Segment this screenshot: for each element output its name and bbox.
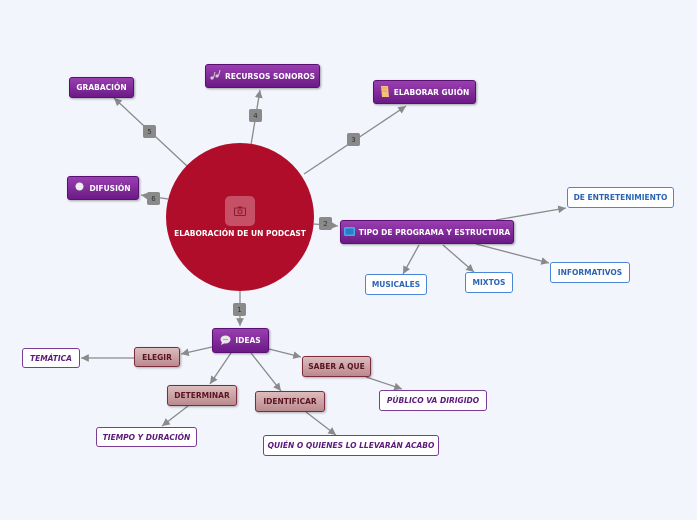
subtopic-saber-a-que[interactable]: SABER A QUE: [302, 356, 371, 377]
order-badge-2: 2: [319, 217, 332, 230]
leaf-tiempo-y-duracion[interactable]: TIEMPO Y DURACIÓN: [96, 427, 197, 447]
order-badge-3: 3: [347, 133, 360, 146]
link-determinar-tiempo: [161, 405, 189, 427]
central-topic[interactable]: ELABORACIÓN DE UN PODCAST: [166, 143, 314, 291]
order-badge-1: 1: [233, 303, 246, 316]
topic-recursos-sonoros-label: RECURSOS SONOROS: [224, 71, 316, 81]
speech-bubble-icon: [220, 335, 231, 347]
tv-icon: [343, 226, 355, 238]
central-topic-title: ELABORACIÓN DE UN PODCAST: [174, 229, 306, 238]
order-badge-4: 4: [249, 109, 262, 122]
subtopic-musicales[interactable]: MUSICALES: [365, 274, 427, 295]
topic-grabacion-label: GRABACIÓN: [76, 83, 127, 92]
topic-tipo-programa-label: TIPO DE PROGRAMA Y ESTRUCTURA: [358, 227, 511, 237]
topic-ideas-label: IDEAS: [235, 336, 261, 345]
link-ideas-identificar: [250, 352, 282, 392]
topic-grabacion[interactable]: GRABACIÓN: [69, 77, 134, 98]
leaf-tematica[interactable]: TEMÁTICA: [22, 348, 80, 368]
topic-difusion-label: DIFUSIÓN: [89, 183, 131, 193]
music-notes-icon: [210, 69, 221, 82]
subtopic-determinar[interactable]: DETERMINAR: [167, 385, 237, 406]
subtopic-de-entretenimiento[interactable]: DE ENTRETENIMIENTO: [567, 187, 674, 208]
subtopic-identificar[interactable]: IDENTIFICAR: [255, 391, 325, 412]
link-identificar-quien: [305, 411, 337, 436]
link-tipo-informativos: [475, 243, 550, 265]
topic-elaborar-guion[interactable]: ELABORAR GUIÓN: [373, 80, 476, 104]
topic-difusion[interactable]: DIFUSIÓN: [67, 176, 139, 200]
subtopic-mixtos[interactable]: MIXTOS: [465, 272, 513, 293]
scroll-icon: [380, 85, 390, 99]
order-badge-5: 5: [143, 125, 156, 138]
link-ideas-elegir: [180, 346, 213, 357]
link-ideas-saber: [268, 348, 302, 359]
topic-elaborar-guion-label: ELABORAR GUIÓN: [393, 87, 470, 97]
topic-tipo-programa[interactable]: TIPO DE PROGRAMA Y ESTRUCTURA: [340, 220, 514, 244]
magnifier-icon: [75, 182, 86, 194]
leaf-publico-va-dirigido[interactable]: PÚBLICO VA DIRIGIDO: [379, 390, 487, 411]
leaf-quien-o-quienes[interactable]: QUIÉN O QUIENES LO LLEVARÁN ACABO: [263, 435, 439, 456]
topic-ideas[interactable]: IDEAS: [212, 328, 269, 353]
camera-icon: [225, 196, 255, 226]
topic-recursos-sonoros[interactable]: RECURSOS SONOROS: [205, 64, 320, 88]
order-badge-6: 6: [147, 192, 160, 205]
subtopic-informativos[interactable]: INFORMATIVOS: [550, 262, 630, 283]
subtopic-elegir[interactable]: ELEGIR: [134, 347, 180, 367]
link-ideas-determinar: [209, 352, 232, 385]
link-tipo-musicales: [402, 244, 420, 275]
link-saber-publico: [365, 376, 403, 391]
link-tipo-mixtos: [442, 244, 475, 273]
link-tipo-entret: [495, 205, 567, 221]
